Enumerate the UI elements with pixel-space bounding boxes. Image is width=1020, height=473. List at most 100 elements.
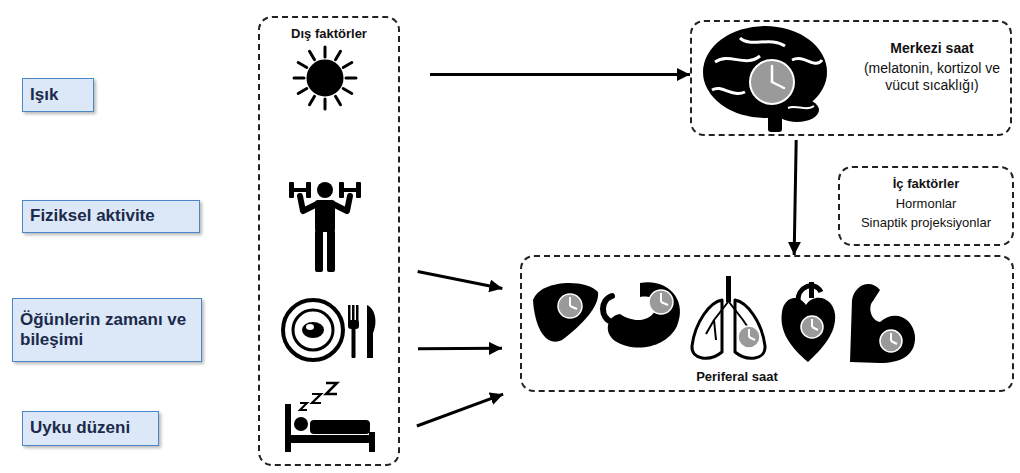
meal-icon: [367, 305, 375, 358]
exercise-icon: [315, 230, 323, 272]
group-box: Merkezi saat (melatonin, kortizol ve vücu…: [690, 20, 1012, 136]
exercise-icon: [292, 188, 308, 192]
sun-icon: [336, 51, 341, 60]
sun-icon: [308, 61, 342, 95]
factor-box: Fiziksel aktivite: [22, 200, 200, 233]
group-box: İç faktörlerHormonlarSinaptik projeksiyo…: [838, 166, 1014, 246]
node-heading: Işık: [30, 85, 58, 105]
group-box: Dış faktörler: [258, 16, 400, 466]
arrow-connector: [430, 73, 690, 76]
pancreas-icon: [661, 302, 668, 305]
node-text: (melatonin, kortizol ve vücut sıcaklığı): [855, 60, 1009, 94]
lungs-icon: [749, 337, 755, 340]
brain-icon: [772, 82, 784, 88]
exercise-icon: [342, 188, 358, 192]
exercise-icon: [327, 230, 335, 272]
exercise-icon: [289, 182, 361, 272]
muscle-icon: [880, 330, 902, 352]
arrow-connector: [418, 347, 502, 351]
arrow-connector: [418, 272, 503, 289]
exercise-icon: [339, 182, 344, 198]
sun-icon: [310, 96, 315, 105]
node-text: Hormonlar: [840, 196, 1012, 212]
heart-icon: [811, 319, 813, 327]
muscle-icon: [850, 284, 915, 363]
liver-icon: [533, 283, 598, 342]
brain-icon: [792, 59, 822, 64]
lungs-icon: [738, 326, 760, 348]
arrow-connector: [417, 394, 503, 426]
muscle-icon: [890, 333, 892, 341]
exercise-icon: [356, 182, 361, 198]
pancreas-icon: [608, 282, 680, 347]
sun-icon: [298, 63, 307, 68]
sleep-icon: [312, 394, 321, 403]
node-heading: Fiziksel aktivite: [30, 206, 155, 226]
text-holder: Merkezi saat (melatonin, kortizol ve vücu…: [855, 40, 1009, 93]
sun-icon: [336, 96, 341, 105]
node-heading: Uyku düzeni: [30, 418, 130, 438]
meal-icon: [283, 300, 343, 360]
group-box: Periferal saat: [520, 255, 1014, 392]
brain-icon: [750, 60, 794, 104]
text-holder: Periferal saat: [522, 369, 952, 385]
sun-icon: [343, 63, 352, 68]
exercise-icon: [289, 182, 294, 198]
brain-icon: [712, 88, 745, 93]
brain-icon: [768, 105, 782, 132]
brain-icon: [703, 26, 827, 132]
muscle-icon: [850, 284, 915, 363]
heart-icon: [782, 298, 836, 362]
factor-box: Uyku düzeni: [22, 411, 159, 446]
text-holder: Dış faktörler: [260, 26, 398, 42]
sleep-icon: [300, 403, 307, 410]
text-holder: İç faktörlerHormonlarSinaptik projeksiyo…: [840, 176, 1012, 231]
exercise-icon: [317, 182, 333, 198]
muscle-icon: [891, 341, 897, 344]
sleep-icon: [294, 417, 308, 431]
node-heading: Öğünlerin zamanı ve bileşimi: [20, 310, 194, 351]
brain-icon: [740, 38, 785, 46]
lungs-icon: [726, 276, 731, 302]
liver-icon: [569, 297, 571, 306]
node-heading: İç faktörler: [840, 176, 1012, 192]
factor-box: Öğünlerin zamanı ve bileşimi: [12, 298, 202, 362]
sun-icon: [324, 99, 327, 109]
liver-icon: [570, 306, 577, 309]
lungs-icon: [748, 329, 750, 337]
pancreas-icon: [603, 296, 612, 322]
sun-icon: [310, 51, 315, 60]
lungs-icon: [692, 300, 722, 358]
sleep-icon: [326, 383, 337, 394]
exercise-icon: [306, 182, 311, 198]
lungs-icon: [706, 302, 728, 340]
meal-icon: [306, 324, 314, 330]
liver-icon: [533, 283, 598, 342]
sleep-icon: [285, 435, 375, 443]
sun-icon: [294, 77, 304, 80]
exercise-icon: [333, 196, 350, 211]
heart-icon: [812, 327, 818, 330]
pancreas-icon: [603, 282, 680, 347]
sleep-icon: [285, 383, 375, 452]
node-heading: Merkezi saat: [855, 40, 1009, 57]
sleep-icon: [310, 420, 370, 434]
node-heading: Dış faktörler: [260, 26, 398, 42]
brain-icon: [788, 106, 814, 108]
meal-icon: [302, 322, 324, 338]
meal-icon: [283, 300, 375, 360]
exercise-icon: [300, 196, 317, 211]
heart-icon: [809, 282, 814, 298]
heart-icon: [782, 282, 836, 362]
sun-icon: [324, 47, 327, 57]
arrow-connector: [794, 140, 796, 255]
brain-icon: [771, 66, 774, 82]
brain-icon: [715, 56, 760, 62]
node-heading: Periferal saat: [522, 369, 952, 385]
pancreas-icon: [649, 290, 673, 314]
sun-icon: [298, 89, 307, 94]
lungs-icon: [735, 300, 765, 358]
sun-icon: [343, 89, 352, 94]
